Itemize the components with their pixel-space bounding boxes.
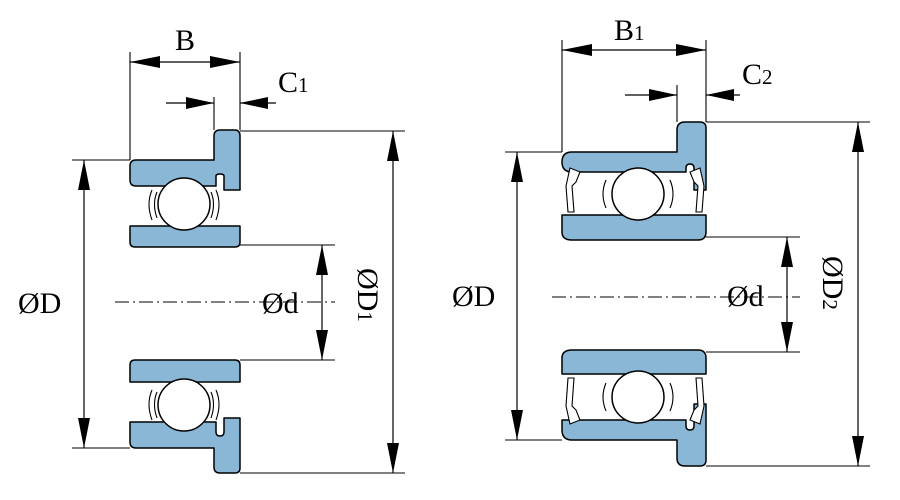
left-outer-diameter-dimension: ØD bbox=[18, 160, 90, 448]
right-upper-ball bbox=[611, 167, 665, 221]
right-flange-width-label: C2 bbox=[742, 58, 773, 91]
left-width-label: B bbox=[175, 24, 195, 57]
right-lower-shield-right bbox=[689, 377, 705, 425]
left-lower-ball bbox=[157, 378, 211, 432]
left-outer-diameter-label: ØD bbox=[18, 287, 61, 320]
right-bearing-view: B1 C2 ØD Ød ØD2 bbox=[452, 14, 870, 467]
left-upper-ring-section bbox=[129, 129, 241, 248]
right-flange-width-dimension: C2 bbox=[625, 58, 773, 101]
right-bore-label: Ød bbox=[727, 280, 764, 313]
right-upper-shield-left bbox=[565, 167, 581, 213]
left-flange-diameter-dimension: ØD1 bbox=[351, 131, 399, 473]
right-lower-ball bbox=[611, 370, 665, 424]
right-lower-shield-left bbox=[565, 377, 581, 425]
left-lower-ring-section bbox=[129, 359, 241, 474]
left-width-dimension: B bbox=[130, 24, 240, 68]
right-outer-diameter-dimension: ØD bbox=[452, 152, 523, 440]
left-flange-width-label: C1 bbox=[278, 66, 309, 99]
right-lower-ring-section bbox=[561, 349, 707, 467]
left-upper-ball bbox=[157, 177, 211, 231]
right-upper-shield-right bbox=[689, 167, 705, 213]
right-flange-diameter-dimension: ØD2 bbox=[816, 122, 864, 466]
left-flange-diameter-label: ØD1 bbox=[351, 268, 384, 322]
right-bore-dimension: Ød bbox=[727, 237, 793, 352]
left-bore-label: Ød bbox=[262, 287, 299, 320]
right-width-dimension: B1 bbox=[562, 14, 706, 56]
left-flange-width-dimension: C1 bbox=[166, 66, 309, 109]
left-bore-dimension: Ød bbox=[262, 245, 328, 360]
left-bearing-view: B C1 ØD Ød ØD1 bbox=[18, 24, 405, 474]
right-width-label: B1 bbox=[614, 14, 645, 47]
right-flange-diameter-label: ØD2 bbox=[816, 256, 849, 310]
right-outer-diameter-label: ØD bbox=[452, 280, 495, 313]
right-upper-ring-section bbox=[561, 121, 707, 241]
